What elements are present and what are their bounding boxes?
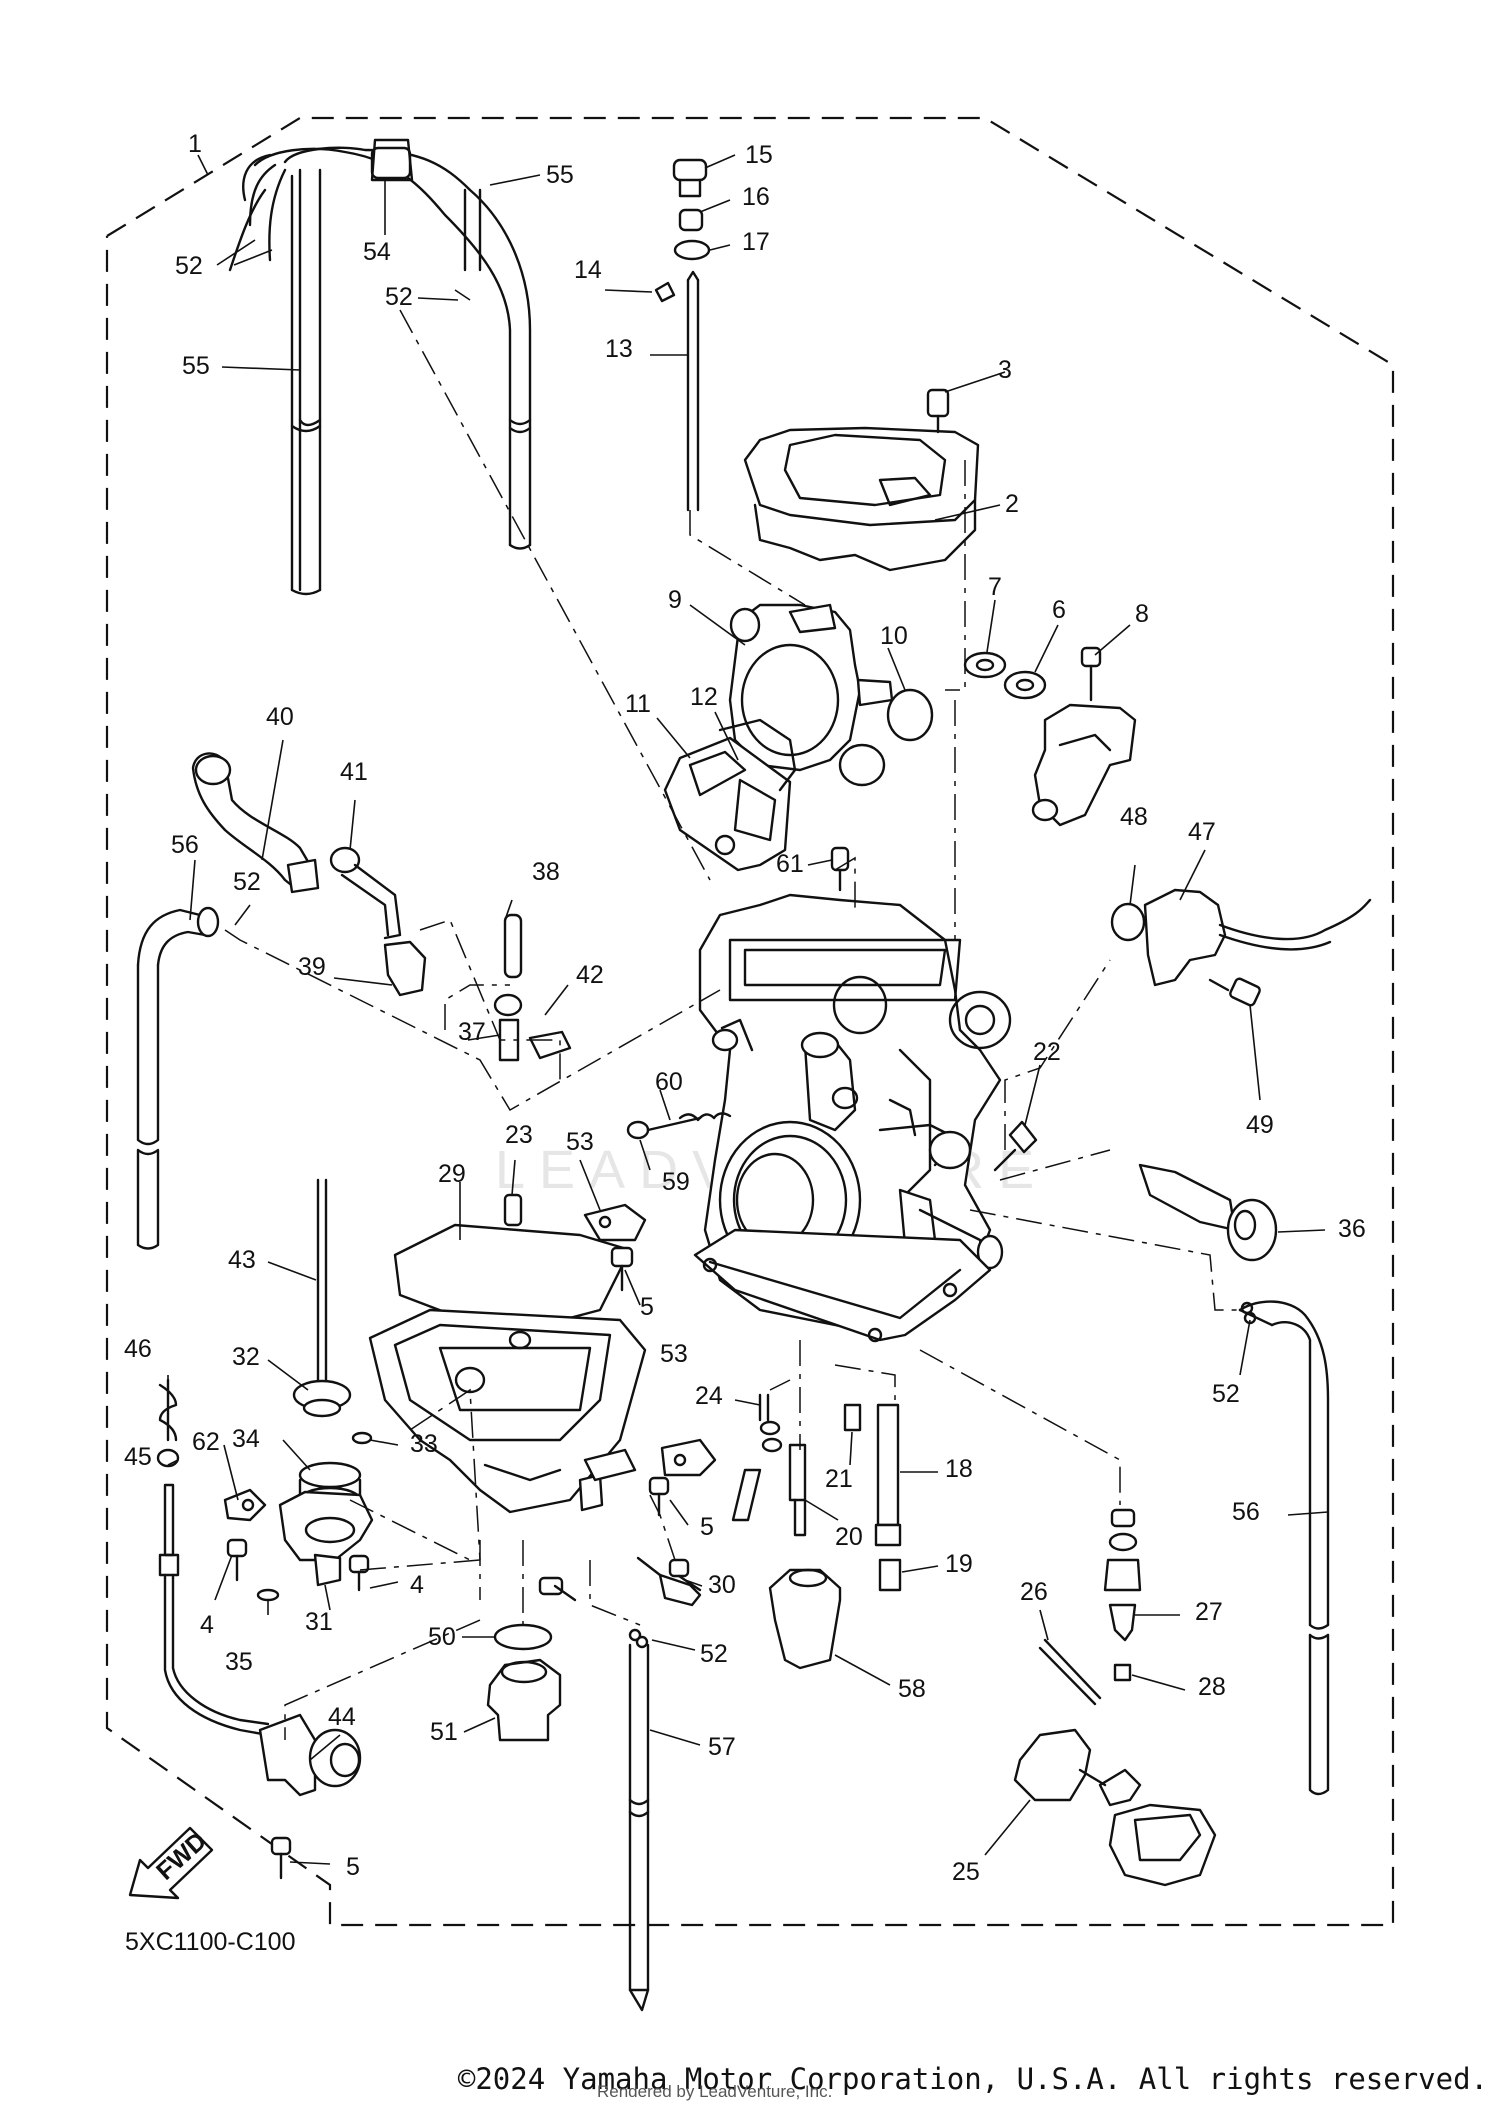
callout-34: 34 — [232, 1425, 260, 1453]
float-hardware — [503, 1193, 717, 1602]
callout-55a: 55 — [546, 161, 574, 189]
callout-43: 43 — [228, 1246, 256, 1274]
callout-26: 26 — [1020, 1578, 1048, 1606]
callout-55b: 55 — [182, 352, 210, 380]
accelerator-pump — [223, 1178, 374, 1602]
callout-42: 42 — [576, 961, 604, 989]
callout-48: 48 — [1120, 803, 1148, 831]
float-needle — [1013, 1508, 1217, 1887]
misc-screws — [626, 846, 850, 1607]
callout-52b: 52 — [385, 283, 413, 311]
callout-19: 19 — [945, 1550, 973, 1578]
callout-4b: 4 — [410, 1571, 424, 1599]
callout-44: 44 — [328, 1703, 356, 1731]
callout-12: 12 — [690, 683, 718, 711]
callout-54: 54 — [363, 238, 391, 266]
callout-5c: 5 — [346, 1853, 360, 1881]
lever-bracket — [963, 646, 1137, 827]
callout-56b: 56 — [1232, 1498, 1260, 1526]
callout-39: 39 — [298, 953, 326, 981]
callout-5a: 5 — [640, 1293, 654, 1321]
callout-14: 14 — [574, 256, 602, 284]
callout-37: 37 — [458, 1018, 486, 1046]
callout-52c: 52 — [233, 868, 261, 896]
reference-lines — [224, 309, 1240, 1740]
callout-51: 51 — [430, 1718, 458, 1746]
carburetor-exploded-diagram: LEADVENTURE — [105, 116, 1395, 2012]
callout-6: 6 — [1052, 596, 1066, 624]
callout-53b: 53 — [660, 1340, 688, 1368]
callout-1: 1 — [188, 130, 202, 158]
starter-cable — [156, 1378, 362, 1880]
callout-13: 13 — [605, 335, 633, 363]
callout-25: 25 — [952, 1858, 980, 1886]
callout-47: 47 — [1188, 818, 1216, 846]
callout-41: 41 — [340, 758, 368, 786]
callout-49: 49 — [1246, 1111, 1274, 1139]
left-fittings — [136, 752, 572, 1250]
callout-61: 61 — [776, 850, 804, 878]
callout-36: 36 — [1338, 1215, 1366, 1243]
assembly-boundary — [105, 116, 1395, 1927]
callout-leaders — [167, 154, 1329, 1865]
callout-9: 9 — [668, 586, 682, 614]
callout-2: 2 — [1005, 490, 1019, 518]
callout-20: 20 — [835, 1523, 863, 1551]
callout-11: 11 — [625, 690, 651, 718]
callout-46: 46 — [124, 1335, 152, 1363]
callout-4a: 4 — [200, 1611, 214, 1639]
callout-50: 50 — [428, 1623, 456, 1651]
callout-60: 60 — [655, 1068, 683, 1096]
fwd-arrow-icon: FWD — [128, 1827, 214, 1900]
callout-18: 18 — [945, 1455, 973, 1483]
callout-21: 21 — [825, 1465, 853, 1493]
callout-31: 31 — [305, 1608, 333, 1636]
callout-40: 40 — [266, 703, 294, 731]
vent-hoses — [228, 138, 532, 596]
air-screw-and-hose — [1138, 1163, 1330, 1796]
callout-labels: 1 2 3 4 4 5 5 5 5 6 7 8 9 10 11 12 13 14… — [124, 130, 1366, 1886]
rendered-by-credit: Rendered by LeadVenture, Inc. — [597, 2082, 833, 2101]
callout-58: 58 — [898, 1675, 926, 1703]
diagram-code: 5XC1100-C100 — [125, 1928, 295, 1956]
callout-22: 22 — [1033, 1038, 1061, 1066]
callout-10: 10 — [880, 622, 908, 650]
callout-35: 35 — [225, 1648, 253, 1676]
callout-24: 24 — [695, 1382, 723, 1410]
top-cover — [743, 388, 980, 572]
callout-45: 45 — [124, 1443, 152, 1471]
callout-59: 59 — [662, 1168, 690, 1196]
callout-8: 8 — [1135, 600, 1149, 628]
callout-5b: 5 — [700, 1513, 714, 1541]
callout-53a: 53 — [566, 1128, 594, 1156]
callout-16: 16 — [742, 183, 770, 211]
drain-plug — [486, 1623, 650, 2012]
callout-7: 7 — [988, 573, 1002, 601]
callout-23: 23 — [505, 1121, 533, 1149]
callout-38: 38 — [532, 858, 560, 886]
float-bowl — [368, 1223, 647, 1514]
top-screw-stack — [654, 158, 711, 512]
callout-29: 29 — [438, 1160, 466, 1188]
tps-sensor — [993, 888, 1372, 1172]
callout-15: 15 — [745, 141, 773, 169]
callout-52d: 52 — [1212, 1380, 1240, 1408]
valve-plate — [663, 718, 797, 872]
callout-32: 32 — [232, 1343, 260, 1371]
throttle-valve-body — [728, 603, 934, 787]
callout-56a: 56 — [171, 831, 199, 859]
callout-57: 57 — [708, 1733, 736, 1761]
callout-52a: 52 — [175, 252, 203, 280]
callout-3: 3 — [998, 356, 1012, 384]
callout-30: 30 — [708, 1571, 736, 1599]
callout-33: 33 — [410, 1430, 438, 1458]
copyright-notice: ©2024 Yamaha Motor Corporation, U.S.A. A… — [457, 2062, 1488, 2096]
callout-52e: 52 — [700, 1640, 728, 1668]
callout-62: 62 — [192, 1428, 220, 1456]
callout-28: 28 — [1198, 1673, 1226, 1701]
callout-27: 27 — [1195, 1598, 1223, 1626]
jets — [731, 1393, 902, 1670]
carburetor-body — [693, 893, 1012, 1343]
callout-17: 17 — [742, 228, 770, 256]
